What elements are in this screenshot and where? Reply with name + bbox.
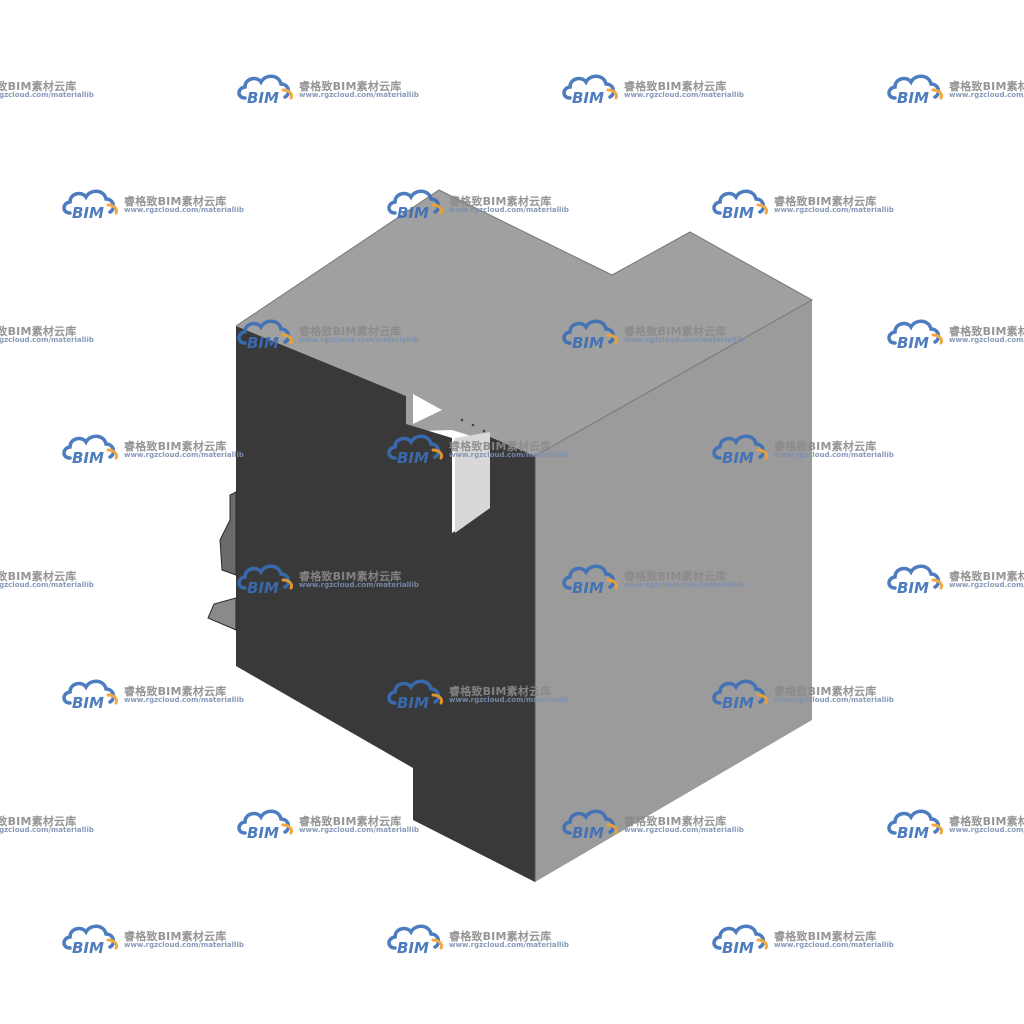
model-slot-channel — [455, 432, 490, 533]
model-clip-lower — [207, 597, 237, 631]
model-slot — [413, 394, 442, 424]
model-top-face — [236, 190, 812, 456]
model-dot — [482, 429, 486, 433]
model-dot — [471, 423, 475, 427]
model-clip-upper — [219, 491, 237, 576]
model-left-face — [236, 326, 535, 882]
model-dot — [460, 418, 464, 422]
